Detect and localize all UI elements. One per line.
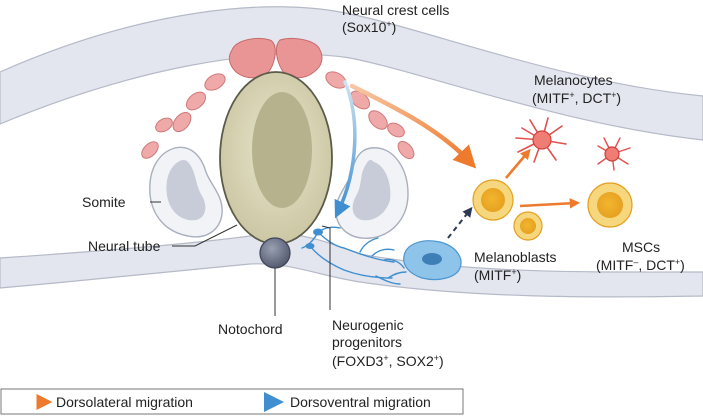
precursor-to-melanoblast-arrow xyxy=(447,206,473,239)
crest-cells-right xyxy=(325,71,415,160)
crest-cells-left xyxy=(141,73,226,159)
dorsoventral-arrow xyxy=(334,80,357,219)
label-mscs-markers: (MITF–, DCT+) xyxy=(596,257,685,273)
label-neural-crest: Neural crest cells xyxy=(342,2,449,18)
melanoblast-to-msc-arrow xyxy=(519,198,581,209)
label-somite: Somite xyxy=(82,194,126,210)
legend: Dorsolateral migration Dorsoventral migr… xyxy=(0,388,464,415)
lower-tissue-band xyxy=(0,233,703,298)
neural-tube xyxy=(219,71,333,245)
neuron-soma-2 xyxy=(305,243,315,249)
somite-right xyxy=(335,147,409,239)
label-neurogenic-line1: Neurogenic xyxy=(332,317,404,333)
msc-cell xyxy=(587,182,633,228)
neuron-soma-1 xyxy=(313,228,323,236)
label-neural-tube: Neural tube xyxy=(88,238,161,254)
label-melanoblasts: Melanoblasts xyxy=(474,249,557,265)
melanocyte-large xyxy=(515,117,567,163)
notochord xyxy=(259,237,291,269)
label-mscs: MSCs xyxy=(622,239,660,255)
legend-dorsoventral-label: Dorsoventral migration xyxy=(290,394,431,410)
dorsolateral-arrow xyxy=(349,83,477,169)
label-neurogenic-markers: (FOXD3+, SOX2+) xyxy=(332,353,444,369)
neural-crest-cap-left xyxy=(228,37,276,79)
label-melanocytes: Melanocytes xyxy=(534,72,613,88)
legend-dorsolateral-label: Dorsolateral migration xyxy=(56,394,193,410)
legend-box xyxy=(0,388,464,415)
label-notochord: Notochord xyxy=(218,321,283,337)
neural-crest-cap-right xyxy=(275,37,323,79)
label-neurogenic-line2: progenitors xyxy=(332,334,402,350)
somite-left xyxy=(149,146,223,238)
label-neural-crest-marker: (Sox10+) xyxy=(342,19,396,35)
melanoblast-small xyxy=(513,211,543,241)
label-melanocytes-markers: (MITF+, DCT+) xyxy=(532,90,621,106)
label-melanoblasts-marker: (MITF+) xyxy=(474,267,521,283)
melanoblast-large xyxy=(472,179,514,221)
melanoblast-precursor-cell xyxy=(403,240,462,281)
leader-lines xyxy=(150,201,331,316)
melanoblast-to-melanocyte-arrow xyxy=(505,148,531,179)
melanocyte-small xyxy=(597,137,631,171)
